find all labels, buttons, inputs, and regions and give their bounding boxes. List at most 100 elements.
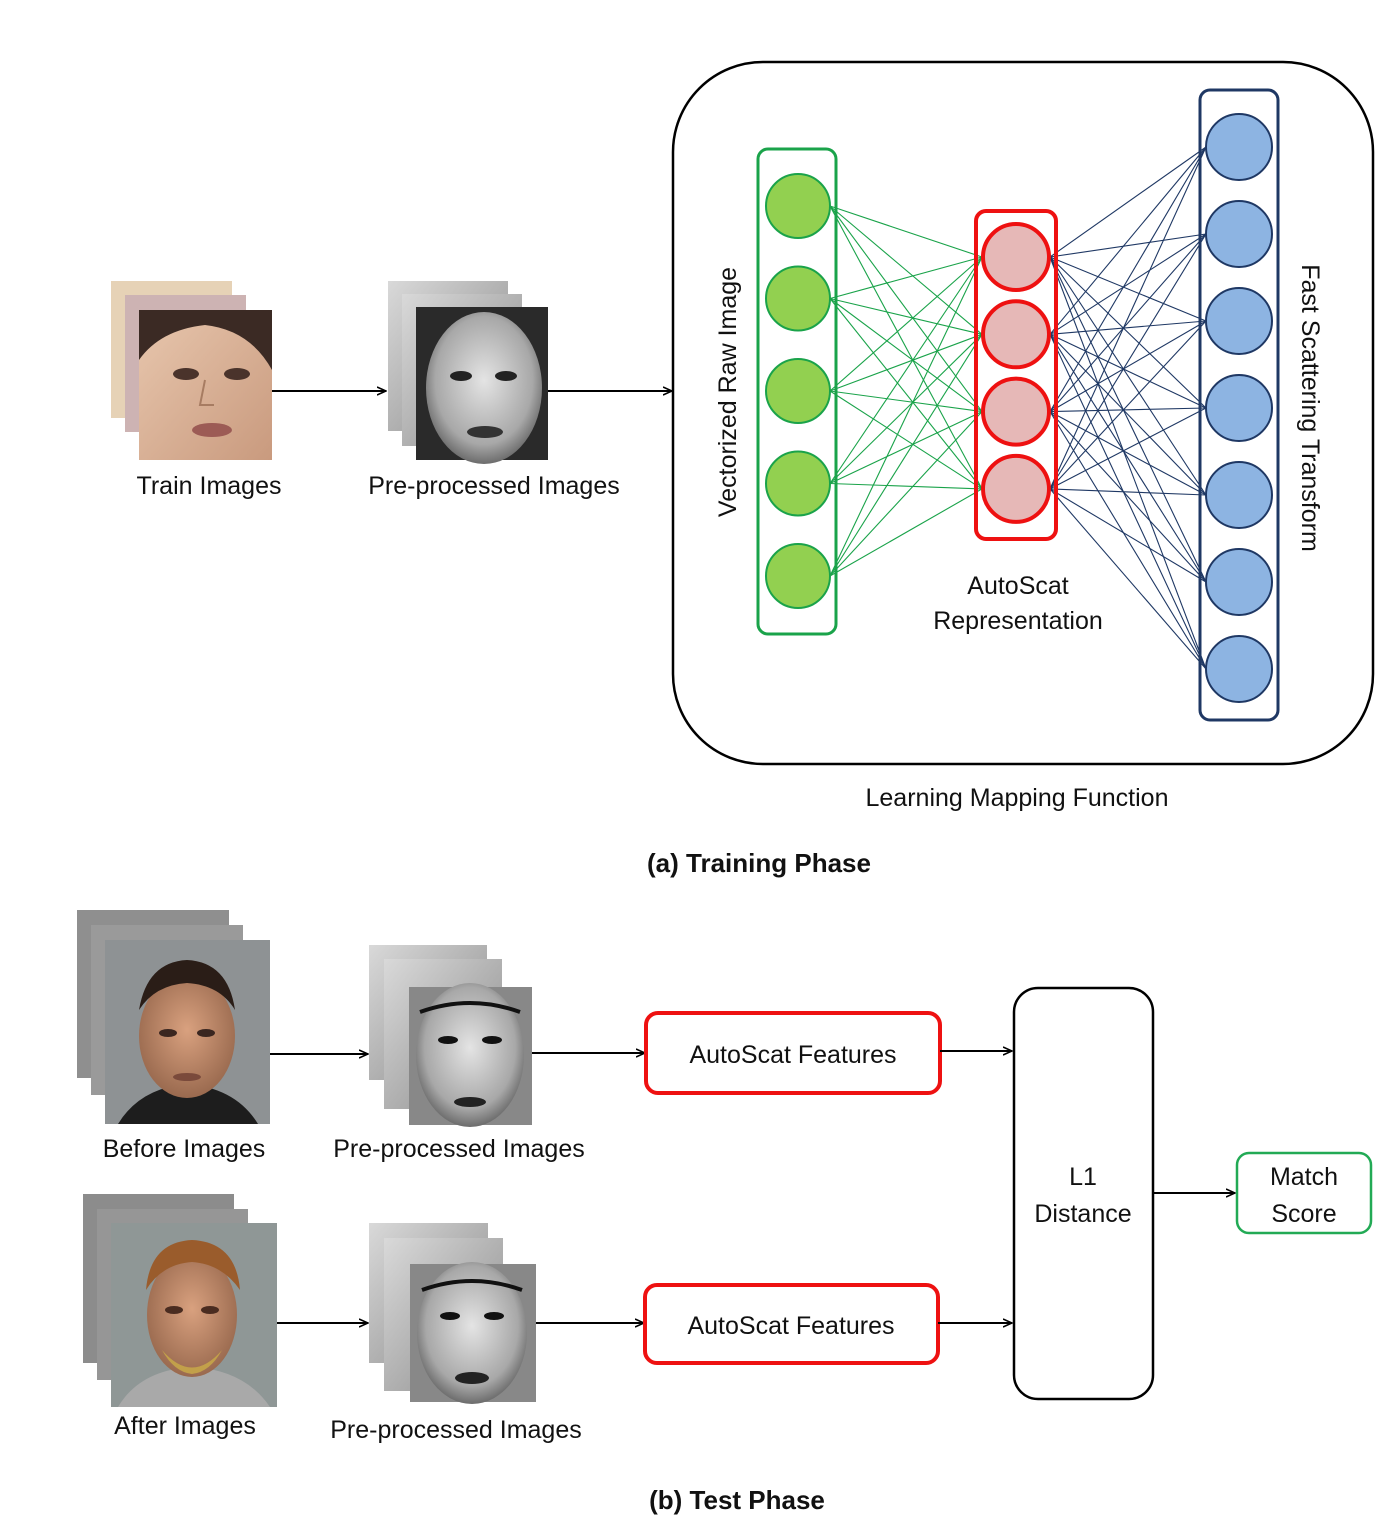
match-score-label-line1: Match	[1270, 1163, 1338, 1191]
after-images-label: After Images	[114, 1412, 256, 1440]
input-hidden-edge	[829, 411, 983, 484]
input-hidden-edge	[829, 411, 983, 577]
hidden-output-edge	[1049, 256, 1207, 670]
hidden-output-edge	[1049, 256, 1207, 496]
train-preprocessed-label: Pre-processed Images	[368, 472, 620, 500]
input-node	[765, 450, 831, 517]
hidden-layer-label-line2: Representation	[933, 607, 1103, 635]
input-hidden-edge	[829, 298, 983, 490]
hidden-output-edge	[1049, 320, 1207, 490]
input-hidden-edge	[829, 256, 983, 392]
input-hidden-edge	[829, 390, 983, 413]
hidden-output-edge	[1049, 488, 1207, 496]
hidden-output-edge	[1049, 320, 1207, 335]
input-layer-label: Vectorized Raw Image	[714, 267, 742, 517]
hidden-layer-label-line1: AutoScat	[967, 572, 1069, 600]
hidden-output-edge	[1049, 407, 1207, 413]
output-node	[1205, 200, 1273, 268]
output-node	[1205, 461, 1273, 529]
l1-distance-label-line2: Distance	[1034, 1200, 1131, 1228]
learning-mapping-label: Learning Mapping Function	[866, 784, 1169, 812]
before-image-front	[105, 940, 270, 1124]
input-hidden-edge	[829, 482, 983, 490]
preprocessed-image-front	[416, 307, 548, 464]
hidden-output-edge	[1049, 256, 1207, 409]
input-hidden-edge	[829, 334, 983, 577]
hidden-node	[981, 376, 1051, 447]
hidden-output-edge	[1049, 256, 1207, 583]
hidden-output-edge	[1049, 488, 1207, 670]
hidden-output-edge	[1049, 333, 1207, 496]
hidden-output-edge	[1049, 233, 1207, 258]
input-node	[765, 358, 831, 424]
output-node	[1205, 548, 1273, 616]
output-nodes	[1205, 113, 1273, 703]
input-hidden-edge	[829, 256, 983, 300]
input-hidden-edge	[829, 390, 983, 490]
after-preprocessed-front	[410, 1262, 536, 1404]
after-image-front	[111, 1223, 277, 1407]
input-hidden-edge	[829, 205, 983, 412]
hidden-output-edge	[1049, 411, 1207, 583]
output-node	[1205, 635, 1273, 703]
training-phase-caption: (a) Training Phase	[647, 848, 871, 878]
hidden-output-edge	[1049, 146, 1207, 412]
hidden-output-edge	[1049, 407, 1207, 490]
train-images-label: Train Images	[137, 472, 282, 500]
before-preprocessed-label: Pre-processed Images	[333, 1135, 585, 1163]
hidden-output-edge	[1049, 411, 1207, 670]
hidden-layer-box	[974, 209, 1058, 541]
input-hidden-edge	[829, 256, 983, 577]
output-node	[1205, 287, 1273, 355]
hidden-output-edge	[1049, 320, 1207, 413]
input-hidden-edge	[829, 205, 983, 490]
input-hidden-edge	[829, 333, 983, 484]
train-preprocessed-stack	[388, 281, 548, 464]
train-image-front	[139, 310, 272, 460]
input-hidden-edge	[829, 205, 983, 258]
test-phase-caption: (b) Test Phase	[649, 1485, 825, 1515]
match-score-box	[1235, 1151, 1373, 1235]
hidden-output-edge	[1049, 334, 1207, 583]
hidden-output-edge	[1049, 146, 1207, 258]
after-preprocessed-label: Pre-processed Images	[330, 1416, 582, 1444]
hidden-output-edge	[1049, 411, 1207, 496]
hidden-node	[981, 453, 1051, 524]
hidden-nodes	[981, 222, 1051, 524]
input-node	[765, 265, 831, 332]
hidden-output-edge	[1049, 233, 1207, 335]
autoscat-features-label-bottom: AutoScat Features	[687, 1312, 894, 1340]
hidden-output-edge	[1049, 488, 1207, 583]
input-nodes	[765, 173, 831, 609]
hidden-node	[981, 222, 1051, 292]
input-node	[765, 543, 831, 609]
input-hidden-edge	[829, 333, 983, 392]
train-images-stack	[111, 281, 272, 460]
input-hidden-edge	[829, 205, 983, 335]
input-hidden-edge	[829, 256, 983, 484]
l1-distance-box	[1012, 986, 1155, 1401]
after-preprocessed-stack	[369, 1223, 536, 1404]
input-hidden-edge	[829, 488, 983, 577]
before-preprocessed-front	[409, 983, 532, 1127]
hidden-output-edge	[1049, 233, 1207, 412]
autoscat-features-box-top	[644, 1011, 942, 1095]
input-hidden-edge	[829, 297, 983, 335]
learning-mapping-container	[671, 60, 1375, 766]
hidden-node	[981, 299, 1051, 370]
hidden-output-edge	[1049, 333, 1207, 409]
before-preprocessed-stack	[369, 945, 532, 1127]
hidden-output-connections	[1049, 146, 1207, 670]
output-layer-label: Fast Scattering Transform	[1296, 264, 1324, 552]
output-node	[1205, 374, 1273, 442]
hidden-output-edge	[1049, 256, 1207, 322]
before-images-stack	[77, 910, 270, 1124]
output-layer-box	[1198, 88, 1280, 722]
input-hidden-edge	[829, 298, 983, 413]
hidden-output-edge	[1049, 146, 1207, 335]
input-layer-box	[756, 147, 838, 636]
l1-distance-label-line1: L1	[1069, 1163, 1097, 1191]
hidden-output-edge	[1049, 334, 1207, 670]
match-score-label-line2: Score	[1271, 1200, 1336, 1228]
